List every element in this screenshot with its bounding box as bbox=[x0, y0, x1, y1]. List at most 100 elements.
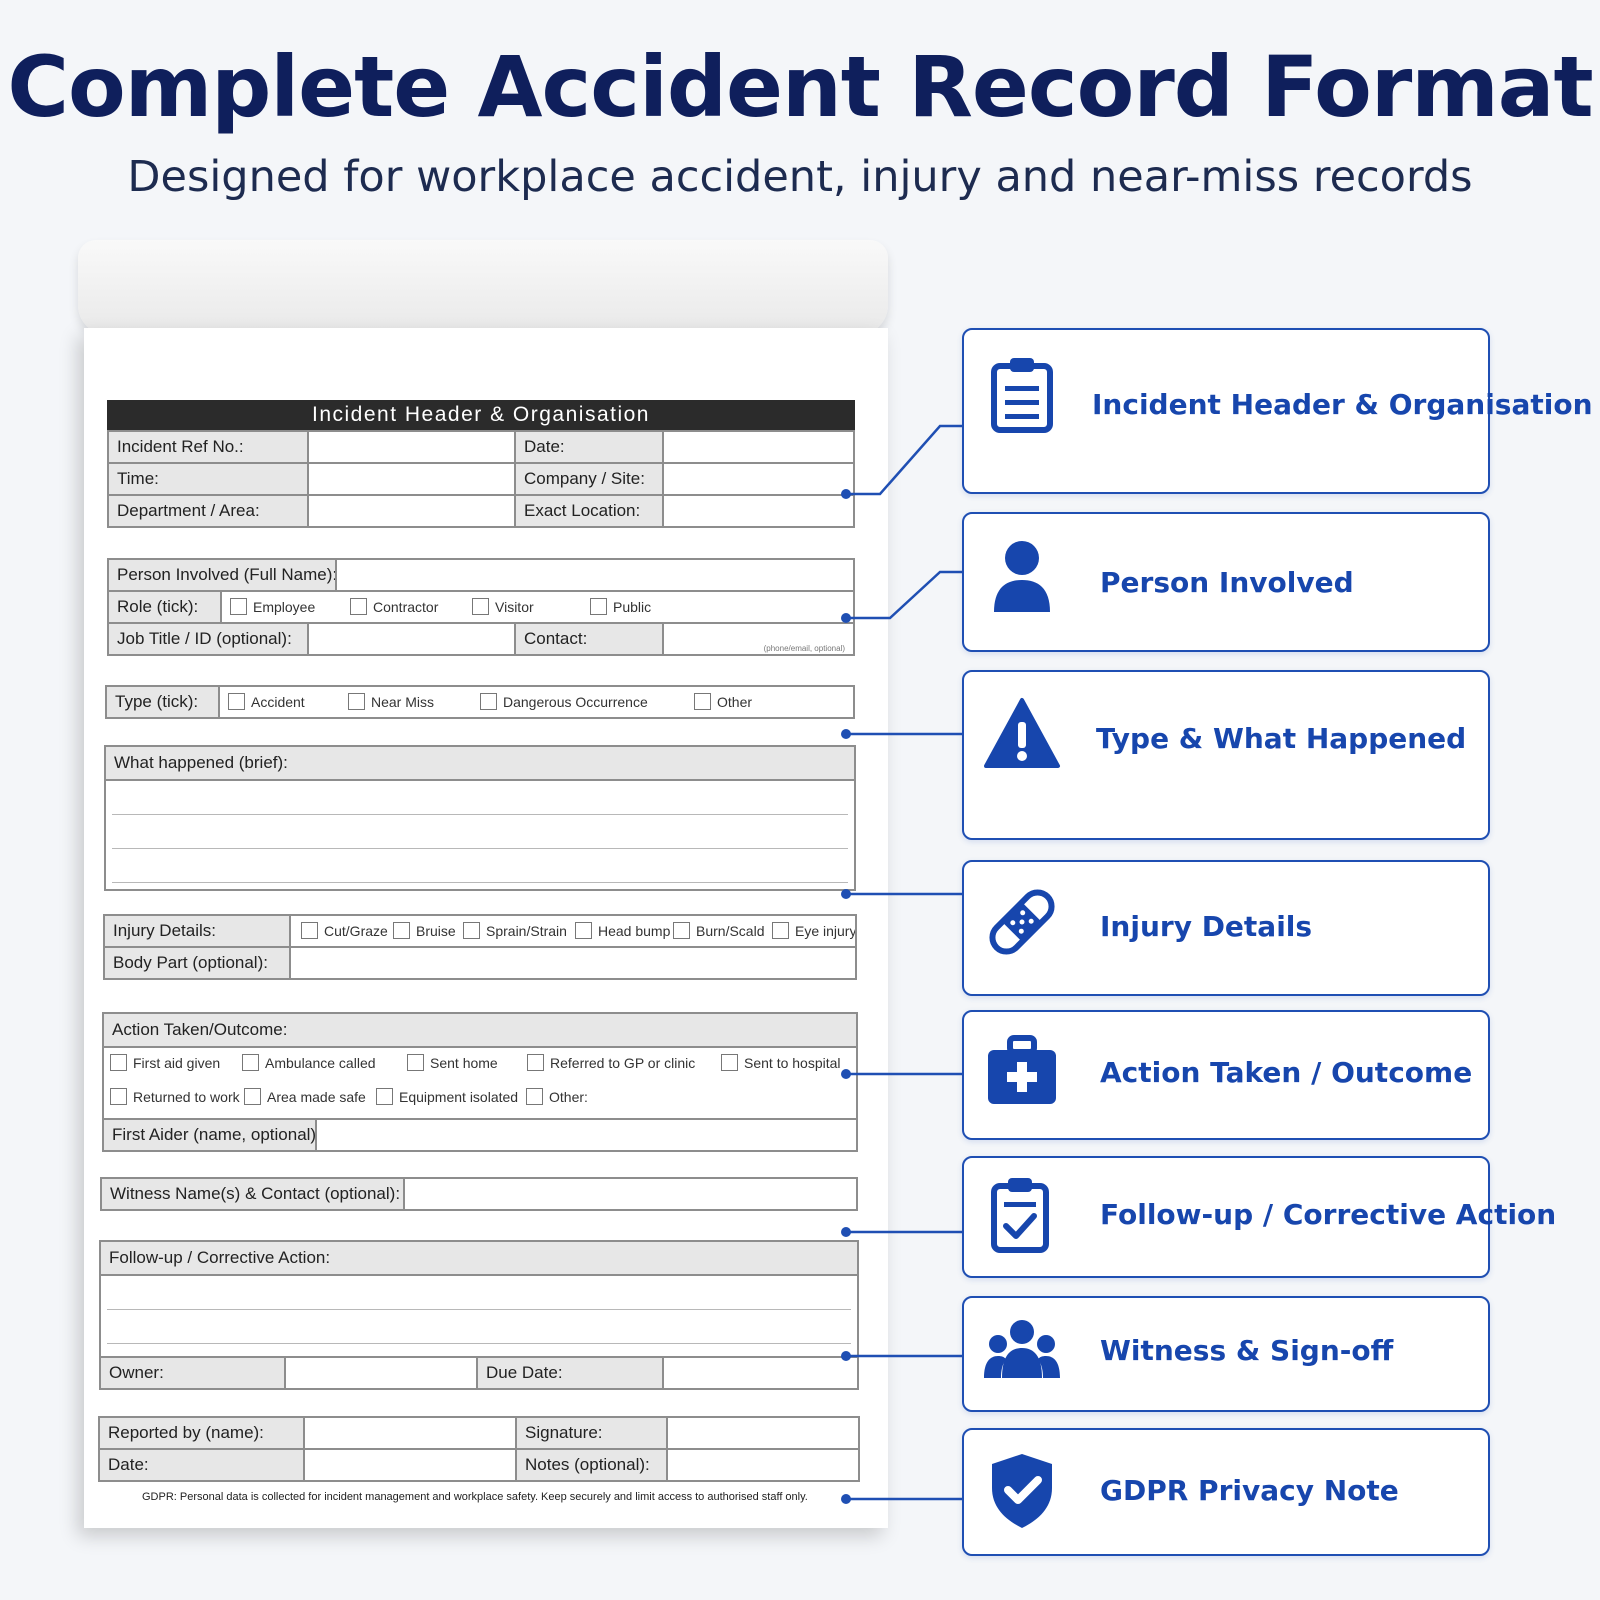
due-date-label: Due Date: bbox=[476, 1356, 664, 1388]
writing-line[interactable] bbox=[107, 1310, 851, 1344]
injury-option-label: Head bump bbox=[598, 923, 671, 939]
card-person-involved: Person Involved bbox=[962, 512, 1490, 652]
connector-person bbox=[846, 570, 962, 620]
location-field[interactable] bbox=[662, 494, 855, 528]
contact-field[interactable]: (phone/email, optional) bbox=[662, 622, 855, 656]
action-option-label: Ambulance called bbox=[265, 1055, 376, 1071]
connector-dot bbox=[841, 1227, 851, 1237]
signature-field[interactable] bbox=[666, 1416, 860, 1450]
injury-checkbox-eye[interactable] bbox=[772, 922, 789, 939]
injury-checkbox-sprain[interactable] bbox=[463, 922, 480, 939]
action-checkbox-returned[interactable] bbox=[110, 1088, 127, 1105]
type-option-label: Other bbox=[717, 694, 753, 710]
notes-label: Notes (optional): bbox=[515, 1448, 668, 1482]
action-checkbox-sent-home[interactable] bbox=[407, 1054, 424, 1071]
what-happened-label: What happened (brief): bbox=[106, 747, 854, 781]
clipboard-check-icon bbox=[991, 1178, 1049, 1253]
company-field[interactable] bbox=[662, 462, 855, 496]
job-title-label: Job Title / ID (optional): bbox=[107, 622, 309, 656]
person-name-label: Person Involved (Full Name): bbox=[107, 558, 337, 592]
action-checkbox-ambulance[interactable] bbox=[242, 1054, 259, 1071]
location-label: Exact Location: bbox=[514, 494, 664, 528]
injury-option-label: Eye injury bbox=[795, 923, 856, 939]
time-field[interactable] bbox=[307, 462, 516, 496]
connector-dot bbox=[841, 889, 851, 899]
reported-by-field[interactable] bbox=[303, 1416, 517, 1450]
section-witness: Witness Name(s) & Contact (optional): bbox=[100, 1177, 858, 1211]
first-aider-field[interactable] bbox=[315, 1118, 856, 1150]
owner-field[interactable] bbox=[284, 1356, 478, 1388]
type-checkbox-other[interactable] bbox=[694, 693, 711, 710]
injury-option-label: Cut/Graze bbox=[324, 923, 388, 939]
connector-header bbox=[846, 424, 962, 496]
injury-checkbox-burn[interactable] bbox=[673, 922, 690, 939]
role-checkbox-visitor[interactable] bbox=[472, 598, 489, 615]
type-checkbox-near-miss[interactable] bbox=[348, 693, 365, 710]
contact-label: Contact: bbox=[514, 622, 664, 656]
connector-dot bbox=[841, 489, 851, 499]
department-field[interactable] bbox=[307, 494, 516, 528]
card-label: GDPR Privacy Note bbox=[1100, 1474, 1399, 1507]
body-part-label: Body Part (optional): bbox=[103, 946, 291, 980]
card-label: Person Involved bbox=[1100, 566, 1354, 599]
followup-label: Follow-up / Corrective Action: bbox=[101, 1242, 857, 1276]
action-checkbox-referred[interactable] bbox=[527, 1054, 544, 1071]
role-checkbox-contractor[interactable] bbox=[350, 598, 367, 615]
card-witness-signoff: Witness & Sign-off bbox=[962, 1296, 1490, 1412]
witness-label: Witness Name(s) & Contact (optional): bbox=[100, 1177, 405, 1211]
due-date-field[interactable] bbox=[662, 1356, 857, 1388]
job-title-field[interactable] bbox=[307, 622, 516, 656]
action-checkbox-area-safe[interactable] bbox=[244, 1088, 261, 1105]
witness-field[interactable] bbox=[403, 1177, 858, 1211]
page-subtitle: Designed for workplace accident, injury … bbox=[127, 152, 1473, 202]
writing-line[interactable] bbox=[112, 815, 848, 849]
action-checkbox-hospital[interactable] bbox=[721, 1054, 738, 1071]
body-part-field[interactable] bbox=[289, 946, 857, 980]
gdpr-note-text: GDPR: Personal data is collected for inc… bbox=[142, 1491, 808, 1503]
page-title: Complete Accident Record Format bbox=[7, 38, 1593, 136]
card-incident-header: Incident Header & Organisation bbox=[962, 328, 1593, 494]
group-icon bbox=[984, 1320, 1060, 1378]
date-label: Date: bbox=[514, 430, 664, 464]
date-field[interactable] bbox=[662, 430, 855, 464]
injury-checkbox-head-bump[interactable] bbox=[575, 922, 592, 939]
action-checkbox-first-aid[interactable] bbox=[110, 1054, 127, 1071]
type-option-label: Near Miss bbox=[371, 694, 435, 710]
role-option-label: Visitor bbox=[495, 599, 534, 615]
contact-hint: (phone/email, optional) bbox=[763, 643, 845, 653]
injury-checkbox-cut[interactable] bbox=[301, 922, 318, 939]
writing-line[interactable] bbox=[112, 781, 848, 815]
type-checkbox-dangerous-occurrence[interactable] bbox=[480, 693, 497, 710]
action-option-label: Referred to GP or clinic bbox=[550, 1055, 696, 1071]
role-checkbox-public[interactable] bbox=[590, 598, 607, 615]
injury-checkbox-bruise[interactable] bbox=[393, 922, 410, 939]
writing-line[interactable] bbox=[112, 849, 848, 883]
injury-label: Injury Details: bbox=[103, 914, 291, 948]
notes-field[interactable] bbox=[666, 1448, 860, 1482]
gdpr-note: GDPR: Personal data is collected for inc… bbox=[142, 1491, 862, 1503]
injury-option-label: Burn/Scald bbox=[696, 923, 765, 939]
writing-line[interactable] bbox=[107, 1276, 851, 1310]
card-followup: Follow-up / Corrective Action bbox=[962, 1156, 1556, 1278]
role-checkbox-employee[interactable] bbox=[230, 598, 247, 615]
ref-field[interactable] bbox=[307, 430, 516, 464]
person-name-field[interactable] bbox=[335, 558, 855, 592]
card-type-what-happened: Type & What Happened bbox=[962, 670, 1490, 840]
connector-dot bbox=[841, 1494, 851, 1504]
signoff-date-field[interactable] bbox=[303, 1448, 517, 1482]
type-checkbox-accident[interactable] bbox=[228, 693, 245, 710]
action-option-label: Area made safe bbox=[267, 1089, 366, 1105]
section-header: Incident Header & Organisation Incident … bbox=[107, 400, 855, 528]
pad-binding bbox=[78, 240, 888, 335]
action-checkbox-isolated[interactable] bbox=[376, 1088, 393, 1105]
connector-dot bbox=[841, 1069, 851, 1079]
action-option-label: Sent home bbox=[430, 1055, 498, 1071]
card-label: Injury Details bbox=[1100, 910, 1313, 943]
card-label: Incident Header & Organisation bbox=[1092, 388, 1593, 421]
action-checkbox-other[interactable] bbox=[526, 1088, 543, 1105]
connector-dot bbox=[841, 613, 851, 623]
